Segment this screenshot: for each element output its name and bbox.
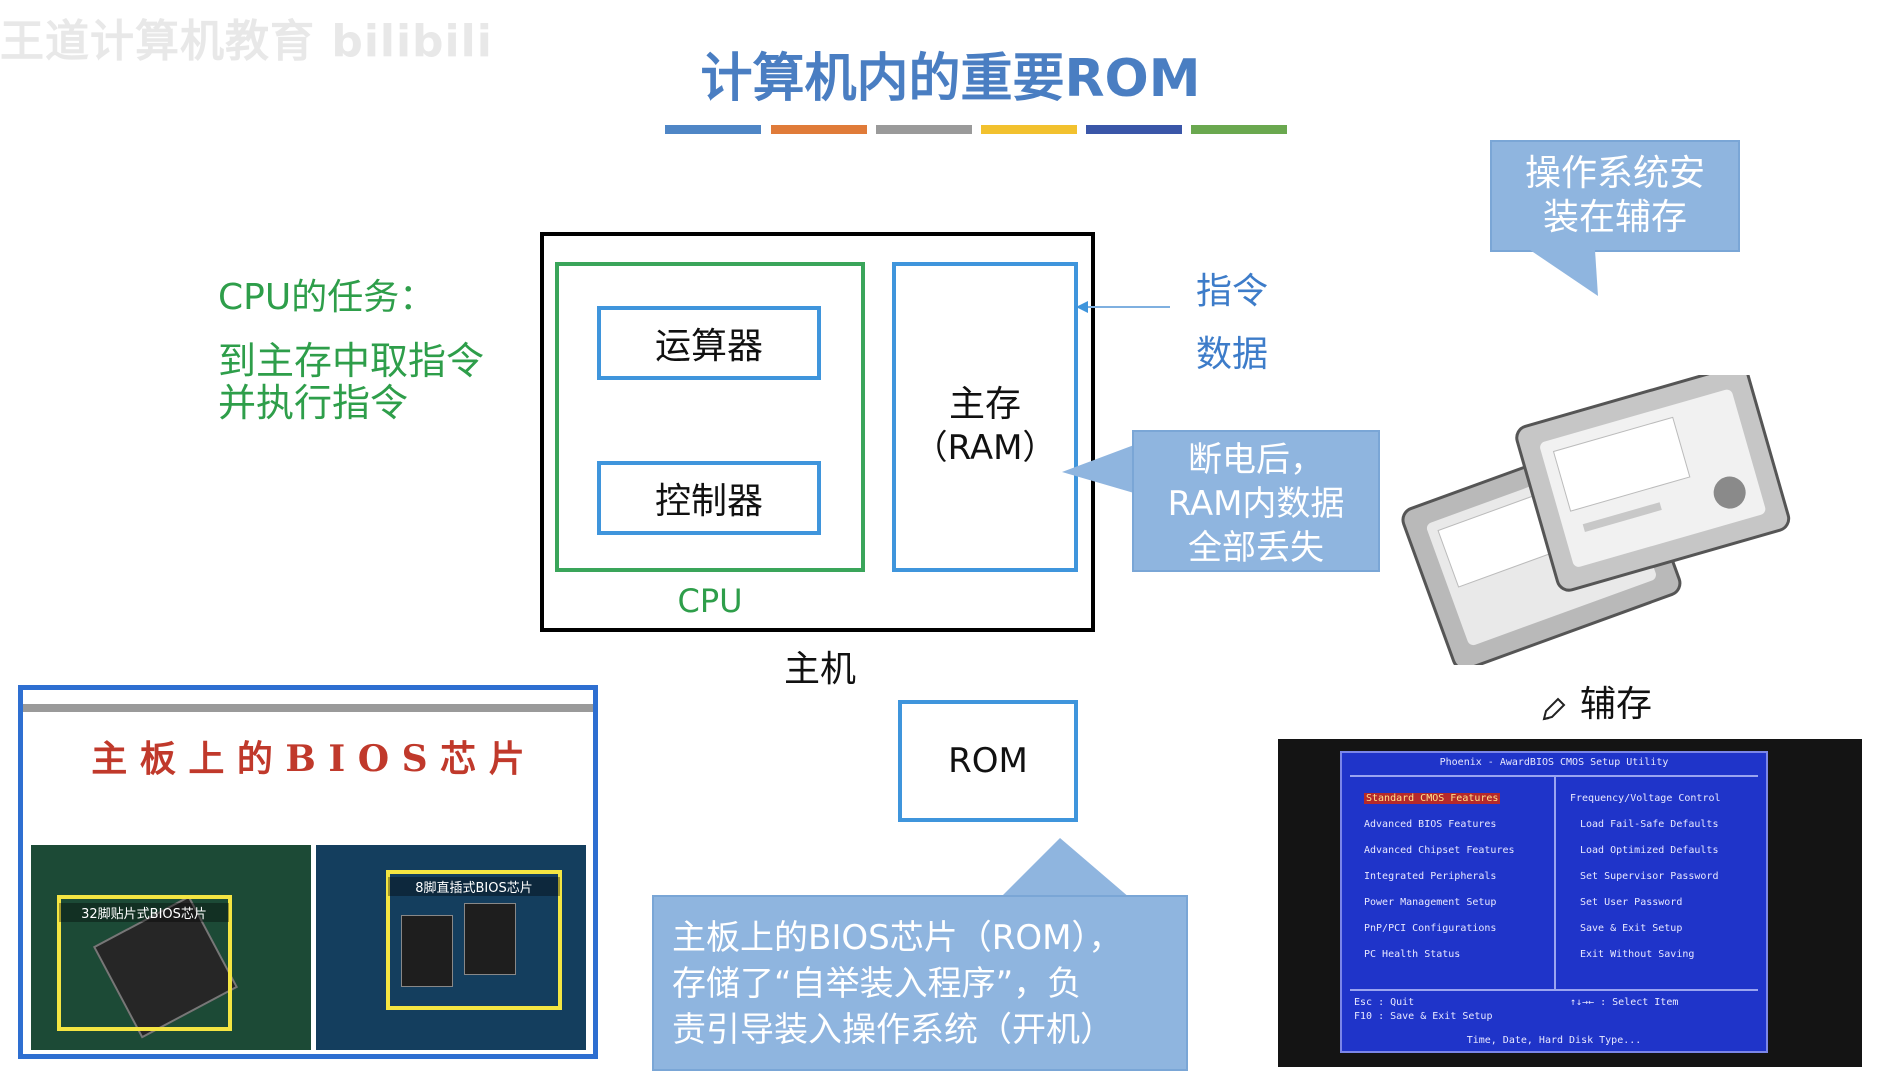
bios-callout-line-3: 责引导装入操作系统（开机）: [672, 1007, 1186, 1053]
cmos-right-item: Exit Without Saving: [1580, 949, 1694, 960]
instruction-label: 指令: [1196, 262, 1268, 314]
bios-callout-pointer: [960, 838, 1140, 898]
bios-callout-line-1: 主板上的BIOS芯片（ROM），: [672, 915, 1186, 961]
cmos-right-item: Save & Exit Setup: [1580, 923, 1682, 934]
cpu-task-heading: CPU的任务：: [218, 268, 435, 320]
cpu-task-line-2: 并执行指令: [218, 372, 408, 427]
color-bar-3: [876, 125, 972, 134]
bios-chip-panel: 主 板 上 的 B I O S 芯 片 32脚贴片式BIOS芯片 8脚直插式BI…: [18, 685, 598, 1059]
os-callout-pointer: [1530, 250, 1630, 298]
cmos-footer-quit: Esc : Quit: [1354, 997, 1414, 1008]
cmos-left-item: PC Health Status: [1364, 949, 1460, 960]
os-callout-line-2: 装在辅存: [1492, 196, 1738, 240]
bios-callout: 主板上的BIOS芯片（ROM）， 存储了“自举装入程序”，负 责引导装入操作系统…: [652, 895, 1188, 1071]
ram-callout: 断电后， RAM内数据 全部丢失: [1132, 430, 1380, 572]
rom-label: ROM: [948, 741, 1028, 781]
bios-setup-screen: Phoenix - AwardBIOS CMOS Setup Utility S…: [1278, 739, 1862, 1067]
ram-callout-line-1: 断电后，: [1134, 438, 1378, 482]
ram-callout-pointer: [1062, 445, 1134, 495]
cmos-setup-window: Phoenix - AwardBIOS CMOS Setup Utility S…: [1340, 751, 1768, 1053]
memory-ram-label: （RAM）: [892, 420, 1078, 469]
cmos-left-item: Standard CMOS Features: [1364, 793, 1500, 804]
cmos-footer-save: F10 : Save & Exit Setup: [1354, 1011, 1492, 1022]
storage-label: 辅存: [1580, 675, 1652, 727]
os-callout: 操作系统安 装在辅存: [1490, 140, 1740, 252]
cmos-right-item: Set Supervisor Password: [1580, 871, 1718, 882]
host-label: 主机: [760, 640, 880, 692]
color-bar-2: [771, 125, 867, 134]
data-label: 数据: [1196, 325, 1268, 377]
cmos-left-item: PnP/PCI Configurations: [1364, 923, 1496, 934]
cmos-right-item: Set User Password: [1580, 897, 1682, 908]
rom-box: ROM: [898, 700, 1078, 822]
cmos-footer-divider: [1350, 989, 1758, 991]
bios-callout-line-2: 存储了“自举装入程序”，负: [672, 961, 1186, 1007]
cmos-footer-select: ↑↓→← : Select Item: [1570, 997, 1678, 1008]
alu-box: 运算器: [597, 306, 821, 380]
input-arrow: [1072, 295, 1172, 319]
cmos-column-divider: [1554, 777, 1556, 989]
cmos-right-item: Frequency/Voltage Control: [1570, 793, 1721, 804]
chip-1-label: 32脚贴片式BIOS芯片: [59, 903, 229, 922]
cmos-left-item: Power Management Setup: [1364, 897, 1496, 908]
hard-disk-image: [1400, 375, 1800, 665]
cmos-bottom-hint: Time, Date, Hard Disk Type...: [1342, 1035, 1766, 1046]
ram-callout-line-2: RAM内数据: [1134, 482, 1378, 526]
slide-title: 计算机内的重要ROM: [0, 36, 1901, 111]
bios-chip-photo-2: 8脚直插式BIOS芯片: [316, 845, 586, 1050]
color-bar-4: [981, 125, 1077, 134]
controller-label: 控制器: [655, 472, 763, 524]
os-callout-line-1: 操作系统安: [1492, 152, 1738, 196]
cpu-label: CPU: [660, 582, 760, 620]
cmos-right-item: Load Fail-Safe Defaults: [1580, 819, 1718, 830]
cmos-left-item: Advanced BIOS Features: [1364, 819, 1496, 830]
chip-2-label: 8脚直插式BIOS芯片: [388, 877, 560, 896]
controller-box: 控制器: [597, 461, 821, 535]
bios-panel-top-stripe: [23, 704, 593, 712]
alu-label: 运算器: [655, 317, 763, 369]
color-bar-5: [1086, 125, 1182, 134]
color-bar-1: [665, 125, 761, 134]
cmos-left-item: Advanced Chipset Features: [1364, 845, 1515, 856]
color-bar-6: [1191, 125, 1287, 134]
pencil-icon: [1538, 695, 1568, 725]
bios-chip-photo-1: 32脚贴片式BIOS芯片: [31, 845, 311, 1050]
cmos-header: Phoenix - AwardBIOS CMOS Setup Utility: [1342, 757, 1766, 768]
cmos-right-item: Load Optimized Defaults: [1580, 845, 1718, 856]
bios-panel-title: 主 板 上 的 B I O S 芯 片: [23, 730, 593, 782]
ram-callout-line-3: 全部丢失: [1134, 526, 1378, 570]
cmos-left-item: Integrated Peripherals: [1364, 871, 1496, 882]
